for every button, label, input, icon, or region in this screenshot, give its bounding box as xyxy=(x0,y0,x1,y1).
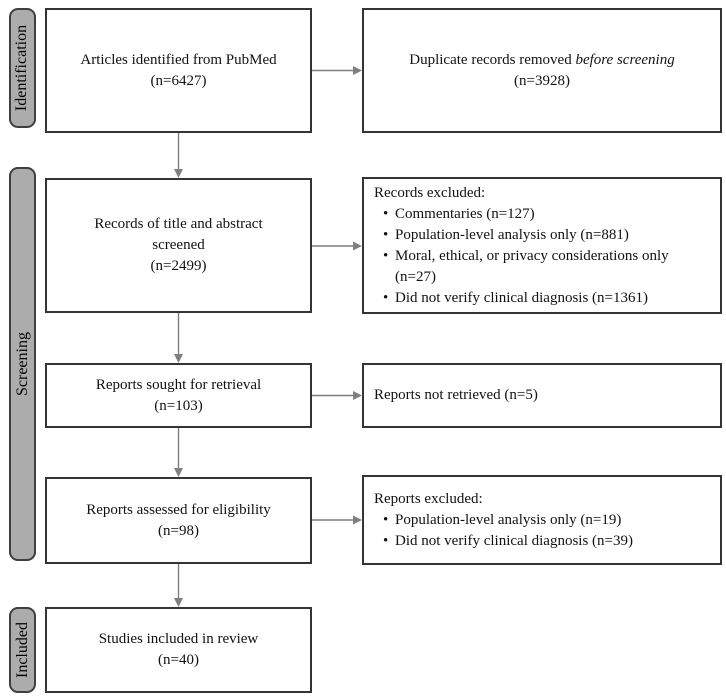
reports-excluded-item-text: Did not verify clinical diagnosis (n=39) xyxy=(395,532,633,549)
records-excluded-item: • Moral, ethical, or privacy considerati… xyxy=(374,246,710,288)
records-screened-text2: screened xyxy=(152,237,205,253)
box-reports-excluded: Reports excluded: • Population-level ana… xyxy=(362,475,722,565)
bullet-icon: • xyxy=(383,206,389,222)
reports-excluded-item-text: Population-level analysis only (n=19) xyxy=(395,511,622,528)
records-excluded-item: • Commentaries (n=127) xyxy=(374,204,710,225)
stage-label-screening: Screening xyxy=(13,332,31,396)
box-articles-identified: Articles identified from PubMed (n=6427) xyxy=(45,8,312,133)
box-records-screened: Records of title and abstract screened (… xyxy=(45,178,312,313)
records-excluded-item-text: Commentaries (n=127) xyxy=(395,206,535,222)
bullet-icon: • xyxy=(383,248,389,264)
box-records-excluded: Records excluded: • Commentaries (n=127)… xyxy=(362,177,722,314)
records-screened-count: (n=2499) xyxy=(150,258,207,274)
reports-excluded-item: • Did not verify clinical diagnosis (n=3… xyxy=(374,531,710,552)
reports-assessed-text: Reports assessed for eligibility xyxy=(86,501,271,518)
stage-bar-screening: Screening xyxy=(9,167,36,561)
reports-excluded-item: • Population-level analysis only (n=19) xyxy=(374,510,710,531)
reports-sought-text: Reports sought for retrieval xyxy=(95,376,262,393)
box-duplicates-removed: Duplicate records removed before screeni… xyxy=(362,8,722,133)
records-excluded-item-text: Moral, ethical, or privacy consideration… xyxy=(395,248,669,285)
arrowhead-down-icon xyxy=(174,598,183,607)
box-reports-not-retrieved: Reports not retrieved (n=5) xyxy=(362,363,722,428)
arrowhead-right-icon xyxy=(353,515,362,525)
box-studies-included: Studies included in review (n=40) xyxy=(45,607,312,693)
duplicates-removed-text: Duplicate records removed before screeni… xyxy=(409,50,674,71)
box-reports-assessed: Reports assessed for eligibility (n=98) xyxy=(45,477,312,564)
reports-excluded-title: Reports excluded: xyxy=(374,490,483,507)
studies-included-text: Studies included in review xyxy=(98,631,259,647)
records-excluded-title: Records excluded: xyxy=(374,185,486,201)
reports-assessed-count: (n=98) xyxy=(158,522,199,539)
arrowhead-down-icon xyxy=(174,354,183,363)
reports-not-retrieved-text: Reports not retrieved (n=5) xyxy=(374,387,538,403)
records-excluded-item-text: Population-level analysis only (n=881) xyxy=(395,227,629,243)
records-screened-text: Records of title and abstract xyxy=(94,216,263,232)
bullet-icon: • xyxy=(383,227,389,243)
articles-identified-text: Articles identified from PubMed xyxy=(80,51,277,68)
records-excluded-item: • Did not verify clinical diagnosis (n=1… xyxy=(374,288,710,309)
box-reports-sought: Reports sought for retrieval (n=103) xyxy=(45,363,312,428)
bullet-icon: • xyxy=(383,511,389,528)
records-excluded-item-text: Did not verify clinical diagnosis (n=136… xyxy=(395,290,648,306)
stage-label-included: Included xyxy=(13,622,31,678)
arrowhead-right-icon xyxy=(353,66,362,75)
records-excluded-item: • Population-level analysis only (n=881) xyxy=(374,225,710,246)
articles-identified-count: (n=6427) xyxy=(150,72,207,89)
stage-bar-identification: Identification xyxy=(9,8,36,128)
reports-sought-count: (n=103) xyxy=(154,397,203,414)
arrowhead-right-icon xyxy=(353,241,362,251)
arrowhead-down-icon xyxy=(174,468,183,477)
arrowhead-right-icon xyxy=(353,391,362,400)
studies-included-count: (n=40) xyxy=(158,652,199,668)
duplicates-removed-italic: before screening xyxy=(575,51,675,68)
bullet-icon: • xyxy=(383,532,389,549)
stage-label-identification: Identification xyxy=(13,24,31,112)
stage-bar-included: Included xyxy=(9,607,36,693)
bullet-icon: • xyxy=(383,290,389,306)
duplicates-removed-count: (n=3928) xyxy=(514,72,570,89)
arrowhead-down-icon xyxy=(174,169,183,178)
duplicates-removed-prefix: Duplicate records removed xyxy=(409,51,572,68)
